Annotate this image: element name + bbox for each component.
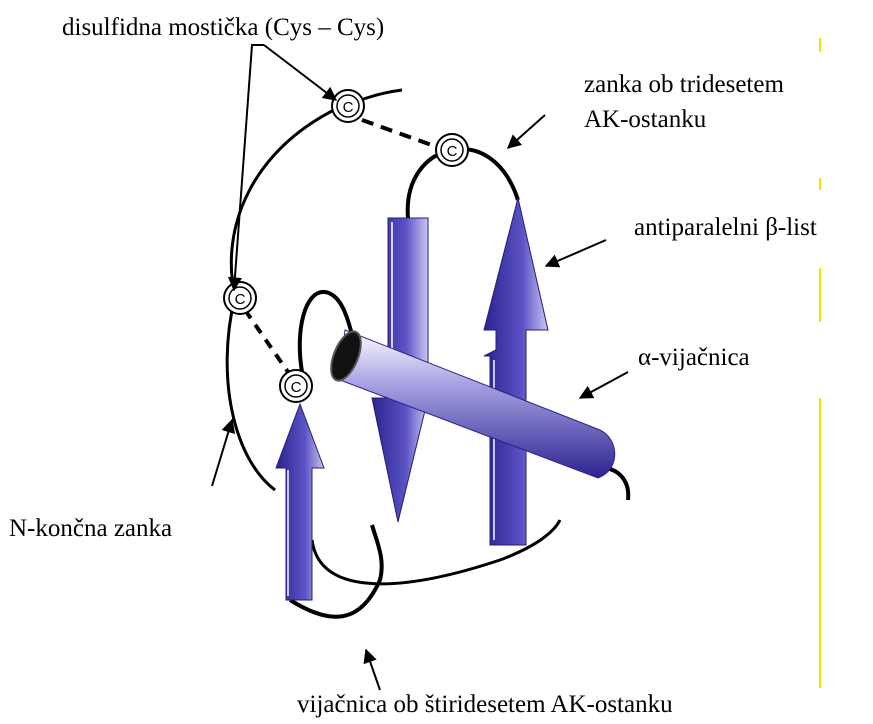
cys-circle-lower: C	[280, 370, 312, 402]
beta-strand-right	[484, 198, 548, 545]
cys-circle-loop30: C	[436, 134, 468, 166]
c-terminal-tail	[605, 468, 628, 500]
svg-text:C: C	[291, 379, 302, 396]
cys-circle-top: C	[332, 90, 364, 122]
beta-strand-left	[276, 404, 324, 600]
disulfide-bond-top	[362, 120, 440, 148]
alpha-helix-cylinder	[325, 327, 615, 478]
cys-circle-left: C	[224, 282, 256, 314]
disulfide-bond-left	[245, 310, 288, 372]
svg-text:C: C	[447, 143, 458, 160]
svg-text:C: C	[235, 291, 246, 308]
svg-text:C: C	[343, 99, 354, 116]
